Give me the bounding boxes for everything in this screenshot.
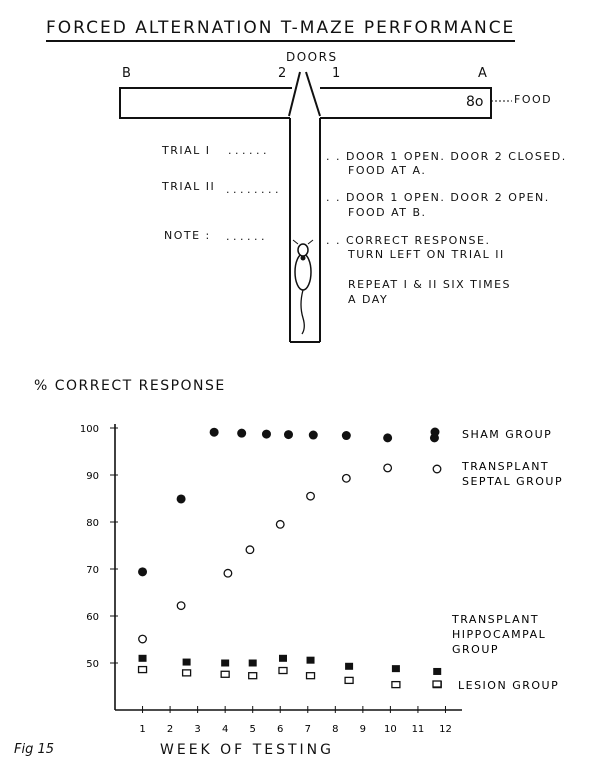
trial-1-label: TRIAL I bbox=[162, 144, 211, 157]
trial-2-label: TRIAL II bbox=[162, 180, 216, 193]
y-tick-label: 100 bbox=[80, 424, 99, 435]
x-tick-label: 10 bbox=[384, 724, 397, 735]
data-point-series-3 bbox=[137, 665, 148, 674]
x-axis-title: WEEK OF TESTING bbox=[160, 742, 334, 758]
data-point-series-3 bbox=[344, 676, 354, 685]
food-pellets: 8o bbox=[466, 94, 484, 110]
doors-label: DOORS bbox=[286, 50, 338, 64]
y-tick-label: 90 bbox=[86, 471, 99, 482]
data-point-series-1 bbox=[245, 545, 255, 555]
data-point-series-1 bbox=[176, 601, 186, 611]
data-point-series-1 bbox=[341, 473, 351, 483]
data-point-series-0 bbox=[383, 433, 393, 443]
x-tick-label: 4 bbox=[222, 724, 228, 735]
data-point-series-3 bbox=[248, 672, 258, 680]
legend-marker-series-1 bbox=[432, 464, 442, 474]
rat-icon bbox=[292, 239, 314, 335]
data-point-series-2 bbox=[248, 659, 257, 667]
maze-arm-right bbox=[320, 87, 492, 119]
data-point-series-3 bbox=[278, 666, 288, 675]
maze-arm-left bbox=[119, 87, 292, 119]
data-point-series-1 bbox=[223, 568, 233, 578]
data-point-series-1 bbox=[138, 634, 147, 644]
y-axis-title: % CORRECT RESPONSE bbox=[34, 378, 226, 394]
data-point-series-2 bbox=[138, 654, 147, 662]
trial-1-desc-2: FOOD AT A. bbox=[348, 164, 427, 177]
data-point-series-1 bbox=[383, 463, 393, 473]
data-point-series-0 bbox=[308, 430, 318, 440]
data-point-series-0 bbox=[237, 428, 247, 438]
trial-2-desc-2: FOOD AT B. bbox=[348, 206, 427, 219]
y-tick-label: 60 bbox=[86, 612, 99, 623]
trial-1-dots: . . . . . . bbox=[228, 144, 267, 157]
data-point-series-2 bbox=[278, 654, 287, 662]
data-point-series-0 bbox=[176, 494, 186, 504]
data-point-series-1 bbox=[275, 519, 285, 529]
y-tick-label: 80 bbox=[86, 518, 99, 529]
y-tick-label: 70 bbox=[86, 565, 99, 576]
door-2-line bbox=[288, 71, 301, 117]
data-point-series-0 bbox=[284, 430, 293, 440]
data-point-series-3 bbox=[220, 670, 230, 678]
data-point-series-2 bbox=[433, 667, 442, 675]
x-tick-label: 11 bbox=[412, 724, 425, 735]
data-point-series-0 bbox=[261, 429, 271, 439]
data-point-series-0 bbox=[209, 427, 219, 437]
note-desc-2: TURN LEFT ON TRIAL II bbox=[348, 248, 505, 261]
legend-label-series-2: TRANSPLANT bbox=[451, 613, 539, 626]
x-tick-label: 3 bbox=[194, 724, 200, 735]
data-point-series-2 bbox=[221, 659, 230, 667]
data-point-series-1 bbox=[306, 491, 315, 501]
arm-b-label: B bbox=[122, 66, 131, 81]
door-1-line bbox=[305, 71, 321, 117]
legend-label-series-3: LESION GROUP bbox=[458, 679, 559, 692]
legend-label-series-1: TRANSPLANT bbox=[461, 460, 549, 473]
x-tick-label: 8 bbox=[332, 724, 338, 735]
repeat-line-2: A DAY bbox=[348, 293, 389, 306]
data-point-series-0 bbox=[341, 431, 351, 441]
data-point-series-2 bbox=[345, 662, 354, 670]
door-1-label: 1 bbox=[332, 66, 341, 81]
note-dots: . . . . . . bbox=[226, 230, 265, 243]
x-tick-label: 5 bbox=[250, 724, 256, 735]
x-tick-label: 9 bbox=[360, 724, 366, 735]
legend-label-series-0: SHAM GROUP bbox=[462, 428, 552, 441]
note-label: NOTE : bbox=[164, 229, 211, 242]
x-tick-label: 7 bbox=[305, 724, 311, 735]
y-tick-label: 50 bbox=[86, 659, 99, 670]
data-point-series-2 bbox=[306, 656, 315, 664]
trial-2-desc-1: . . DOOR 1 OPEN. DOOR 2 OPEN. bbox=[326, 191, 550, 204]
data-point-series-3 bbox=[181, 669, 192, 677]
trial-2-dots: . . . . . . . . bbox=[226, 183, 279, 196]
x-tick-label: 1 bbox=[139, 724, 145, 735]
legend-marker-series-0 bbox=[430, 427, 440, 437]
note-desc-1: . . CORRECT RESPONSE. bbox=[326, 234, 491, 247]
x-tick-label: 12 bbox=[439, 724, 452, 735]
x-tick-label: 6 bbox=[277, 724, 283, 735]
arm-a-label: A bbox=[478, 66, 487, 81]
legend-label-series-1: SEPTAL GROUP bbox=[462, 475, 563, 488]
trial-1-desc-1: . . DOOR 1 OPEN. DOOR 2 CLOSED. bbox=[326, 150, 567, 163]
x-tick-label: 2 bbox=[167, 724, 173, 735]
door-2-label: 2 bbox=[278, 66, 287, 81]
legend-label-series-2: HIPPOCAMPAL bbox=[452, 628, 546, 641]
figure-title: FORCED ALTERNATION T-MAZE PERFORMANCE bbox=[46, 18, 516, 42]
repeat-line-1: REPEAT I & II SIX TIMES bbox=[348, 278, 512, 291]
data-point-series-3 bbox=[391, 680, 401, 689]
legend-marker-series-3 bbox=[432, 680, 442, 688]
data-point-series-2 bbox=[391, 665, 400, 673]
figure-caption: Fig 15 bbox=[14, 742, 55, 757]
legend-label-series-2: GROUP bbox=[452, 643, 499, 656]
data-point-series-2 bbox=[182, 658, 191, 666]
data-point-series-3 bbox=[305, 672, 316, 680]
data-point-series-0 bbox=[138, 567, 148, 577]
food-label: FOOD bbox=[514, 93, 553, 106]
